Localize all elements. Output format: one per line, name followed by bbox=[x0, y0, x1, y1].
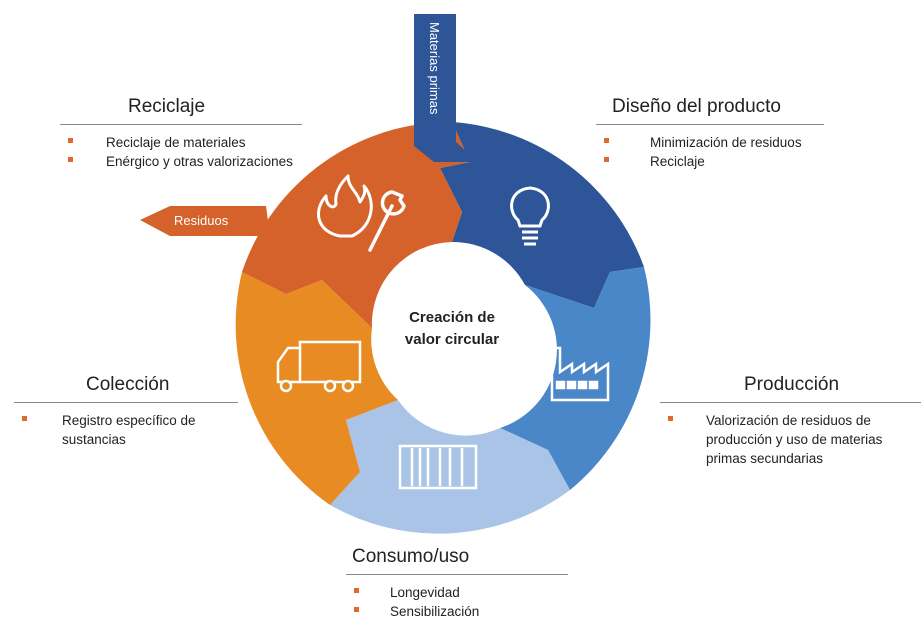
panel-bullets-reciclaje: Reciclaje de materiales Enérgico y otras… bbox=[60, 133, 302, 171]
bullet-item: Sensibilización bbox=[346, 602, 568, 621]
light-bulb-icon bbox=[510, 186, 550, 246]
panel-divider bbox=[14, 402, 238, 403]
panel-bullets-coleccion: Registro específico de sustancias bbox=[14, 411, 238, 449]
materias-primas-arrow bbox=[414, 14, 478, 162]
segment-coleccion bbox=[235, 272, 398, 505]
truck-icon bbox=[276, 340, 362, 393]
panel-bullets-produccion: Valorización de residuos de producción y… bbox=[660, 411, 921, 468]
panel-divider bbox=[596, 124, 824, 125]
panel-reciclaje: Reciclaje Reciclaje de materiales Enérgi… bbox=[60, 96, 302, 171]
center-title-line2: valor circular bbox=[405, 331, 499, 348]
panel-coleccion: Colección Registro específico de sustanc… bbox=[14, 374, 238, 449]
panel-consumo: Consumo/uso Longevidad Sensibilización bbox=[346, 546, 568, 621]
segment-diseno bbox=[440, 122, 644, 308]
factory-icon bbox=[550, 346, 610, 402]
panel-title-reciclaje: Reciclaje bbox=[128, 96, 206, 117]
panel-title-produccion: Producción bbox=[744, 374, 840, 395]
bullet-item: Reciclaje de materiales bbox=[60, 133, 302, 152]
fire-icon bbox=[317, 174, 373, 238]
panel-bullets-consumo: Longevidad Sensibilización bbox=[346, 583, 568, 621]
panel-divider bbox=[660, 402, 921, 403]
barcode-icon bbox=[398, 444, 478, 490]
panel-produccion: Producción Valorización de residuos de p… bbox=[660, 374, 921, 468]
bullet-item: Longevidad bbox=[346, 583, 568, 602]
bullet-item: Valorización de residuos de producción y… bbox=[660, 411, 921, 468]
center-title-line1: Creación de bbox=[409, 309, 495, 326]
bullet-item: Enérgico y otras valorizaciones bbox=[60, 152, 302, 171]
segment-produccion bbox=[500, 267, 651, 490]
bullet-item: Registro específico de sustancias bbox=[14, 411, 238, 449]
panel-title-consumo: Consumo/uso bbox=[352, 546, 470, 567]
segment-reciclaje bbox=[242, 121, 470, 329]
panel-diseno: Diseño del producto Minimización de resi… bbox=[596, 96, 824, 171]
wrench-icon bbox=[368, 190, 406, 252]
residuos-label: Residuos bbox=[174, 213, 229, 228]
materias-primas-label: Materias primas bbox=[427, 22, 442, 115]
bullet-item: Reciclaje bbox=[596, 152, 824, 171]
center-circle bbox=[374, 250, 530, 406]
bullet-item: Minimización de residuos bbox=[596, 133, 824, 152]
residuos-arrow bbox=[140, 206, 270, 236]
panel-title-coleccion: Colección bbox=[86, 374, 170, 395]
panel-divider bbox=[346, 574, 568, 575]
panel-divider bbox=[60, 124, 302, 125]
panel-title-diseno: Diseño del producto bbox=[612, 96, 781, 117]
panel-bullets-diseno: Minimización de residuos Reciclaje bbox=[596, 133, 824, 171]
